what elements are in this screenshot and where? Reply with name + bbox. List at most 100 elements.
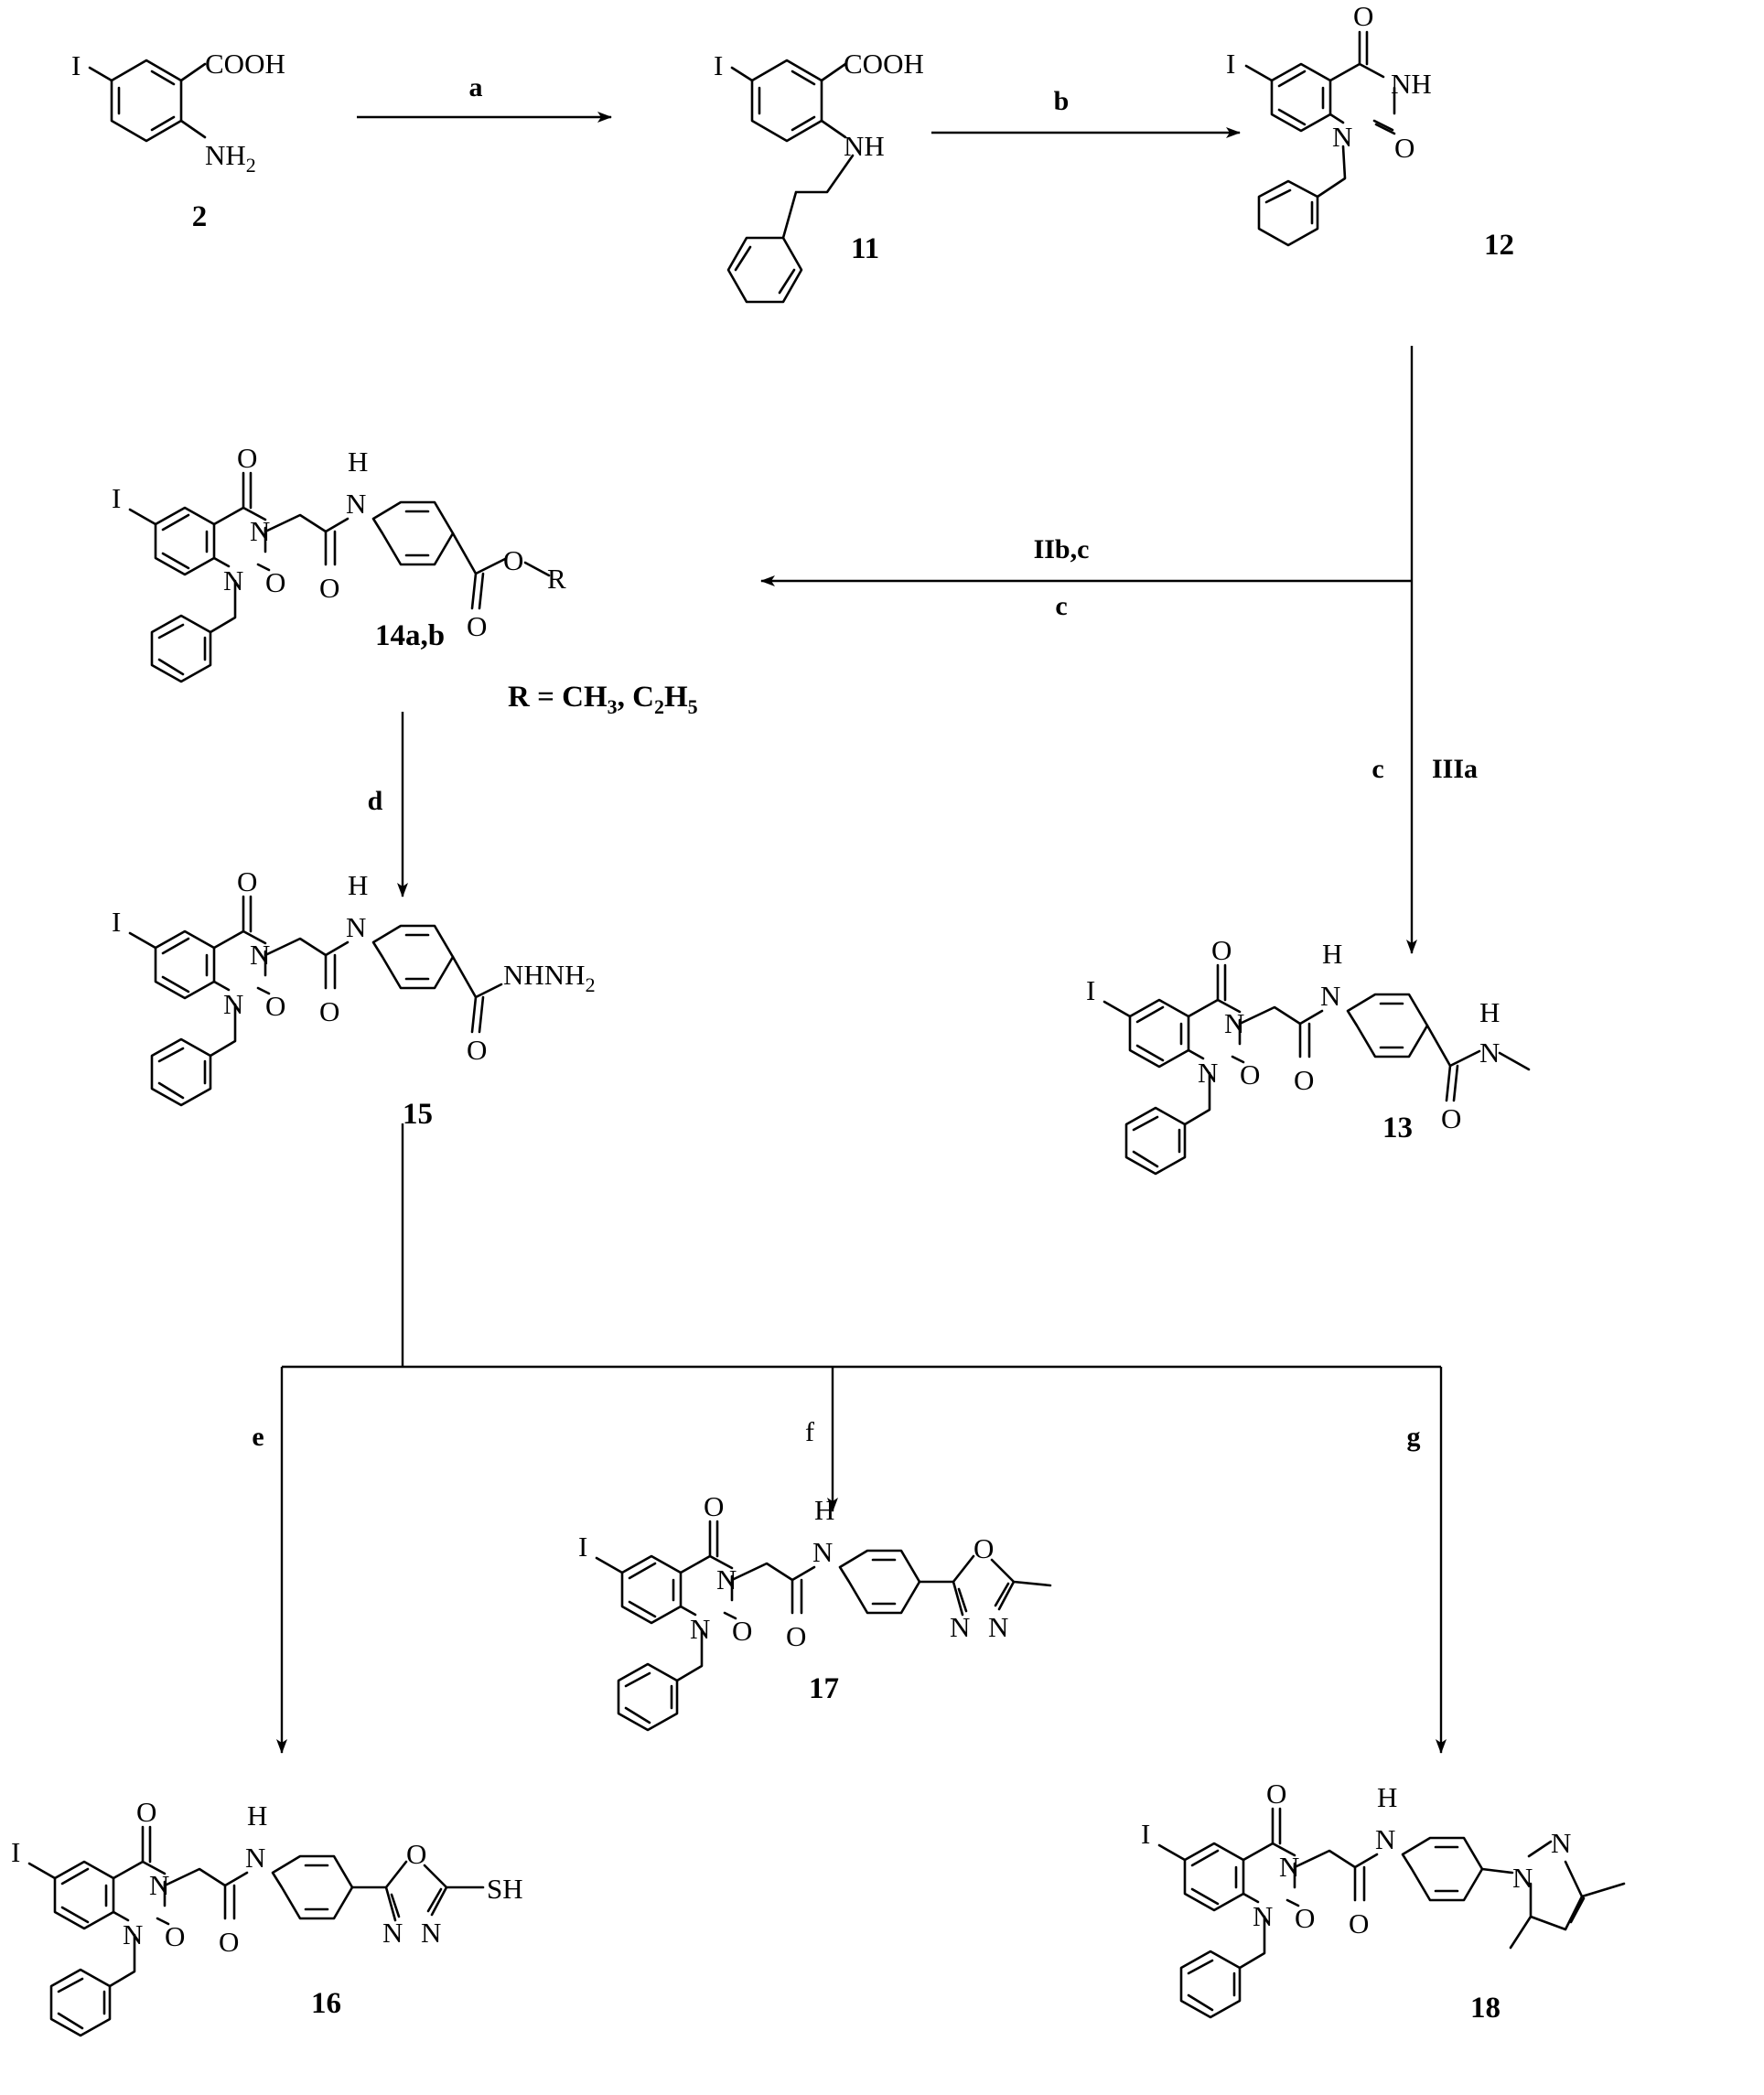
reagent-iibc: IIb,c xyxy=(1034,534,1090,564)
atom-oxygen: O xyxy=(786,1620,806,1652)
reagent-g: g xyxy=(1407,1422,1421,1452)
atom-nitrogen: N xyxy=(1253,1900,1273,1932)
compound-label-18: 18 xyxy=(1470,1992,1500,2025)
atom-oxygen: O xyxy=(1441,1102,1461,1134)
atom-iodine: I xyxy=(112,906,121,938)
atom-nitrogen: N xyxy=(421,1917,441,1949)
atom-r: R xyxy=(547,563,566,595)
reagent-c-down: c xyxy=(1371,754,1383,784)
reagent-f: f xyxy=(805,1417,814,1447)
atom-nitrogen: N xyxy=(1375,1823,1395,1855)
compound-15-structure: I O N N O N H O O NHNH2 15 xyxy=(112,865,596,1131)
atom-cooh: COOH xyxy=(844,48,924,80)
atom-oxygen: O xyxy=(165,1920,185,1952)
reagent-e: e xyxy=(252,1422,264,1452)
compound-label-2: 2 xyxy=(192,200,208,233)
atom-nitrogen: N xyxy=(346,911,366,943)
atom-hydrogen: H xyxy=(1377,1781,1397,1813)
reagent-b: b xyxy=(1054,86,1070,116)
atom-oxygen: O xyxy=(1240,1058,1260,1090)
atom-oxygen: O xyxy=(1294,1064,1314,1096)
atom-nh: NH xyxy=(844,130,885,162)
atom-oxygen: O xyxy=(1349,1907,1369,1939)
reagent-d: d xyxy=(368,786,383,816)
atom-nitrogen: N xyxy=(1224,1007,1244,1039)
r-group-definition: R = CH3, C2H5 xyxy=(508,681,698,718)
atom-nitrogen: N xyxy=(1279,1851,1299,1883)
reagent-a: a xyxy=(469,72,483,102)
atom-oxygen: O xyxy=(406,1838,426,1870)
atom-oxygen: O xyxy=(319,995,339,1027)
atom-hydrogen: H xyxy=(1479,996,1500,1028)
atom-nitrogen: N xyxy=(250,515,270,547)
atom-oxygen: O xyxy=(467,1034,487,1066)
atom-nitrogen: N xyxy=(223,988,243,1020)
atom-sh: SH xyxy=(487,1873,523,1905)
atom-hydrogen: H xyxy=(247,1800,267,1832)
atom-nitrogen: N xyxy=(382,1917,403,1949)
atom-iodine: I xyxy=(112,482,121,514)
atom-oxygen: O xyxy=(704,1490,724,1522)
reagent-iiia: IIIa xyxy=(1432,754,1478,784)
atom-oxygen: O xyxy=(1353,0,1373,32)
atom-nhnh2: NHNH2 xyxy=(503,959,596,996)
atom-hydrogen: H xyxy=(814,1494,834,1526)
atom-iodine: I xyxy=(578,1531,587,1563)
atom-oxygen: O xyxy=(1295,1902,1315,1934)
atom-iodine: I xyxy=(1141,1818,1150,1850)
compound-14-structure: I O N N O N H O O O R 14a,b xyxy=(112,442,566,683)
atom-nitrogen: N xyxy=(950,1611,970,1643)
atom-nitrogen: N xyxy=(690,1613,710,1645)
atom-nitrogen: N xyxy=(1512,1862,1533,1894)
atom-oxygen: O xyxy=(1266,1778,1286,1810)
atom-nitrogen: N xyxy=(250,939,270,971)
atom-nitrogen: N xyxy=(1332,121,1352,153)
atom-nitrogen: N xyxy=(716,1563,737,1595)
compound-11-structure: I COOH NH 11 xyxy=(714,48,924,304)
atom-oxygen: O xyxy=(265,990,285,1022)
atom-nitrogen: N xyxy=(245,1842,265,1874)
atom-hydrogen: H xyxy=(1322,938,1342,970)
compound-13-structure: I O N N O N H O O N H 13 xyxy=(1086,934,1531,1176)
compound-16-structure: I O N N O N H O O SH N N 16 xyxy=(11,1796,523,2037)
atom-nitrogen: N xyxy=(1551,1827,1571,1859)
atom-nitrogen: N xyxy=(812,1536,833,1568)
atom-oxygen: O xyxy=(1211,934,1232,966)
compound-label-13: 13 xyxy=(1382,1112,1413,1144)
atom-nh: NH xyxy=(1391,68,1432,100)
compound-label-14ab: 14a,b xyxy=(375,619,445,652)
atom-hydrogen: H xyxy=(348,869,368,901)
compound-label-11: 11 xyxy=(851,232,879,265)
atom-iodine: I xyxy=(714,49,723,81)
atom-nitrogen: N xyxy=(1198,1057,1218,1089)
atom-oxygen: O xyxy=(973,1532,994,1564)
compound-label-15: 15 xyxy=(403,1098,433,1131)
atom-iodine: I xyxy=(1086,974,1095,1006)
atom-oxygen: O xyxy=(503,544,523,576)
compound-label-17: 17 xyxy=(809,1672,839,1705)
atom-oxygen: O xyxy=(265,566,285,598)
atom-oxygen: O xyxy=(237,865,257,897)
atom-nitrogen: N xyxy=(346,488,366,520)
atom-oxygen: O xyxy=(467,610,487,642)
atom-oxygen: O xyxy=(136,1796,156,1828)
compound-2-structure: I COOH NH2 2 xyxy=(71,48,285,233)
compound-12-structure: I O NH N O 12 xyxy=(1226,0,1514,262)
atom-hydrogen: H xyxy=(348,446,368,478)
compound-17-structure: I O N N O N H O O N N 17 xyxy=(578,1490,1052,1732)
atom-nitrogen: N xyxy=(1320,980,1340,1012)
atom-oxygen: O xyxy=(1394,132,1414,164)
atom-nh2: NH2 xyxy=(205,139,256,177)
atom-cooh: COOH xyxy=(205,48,285,80)
compound-18-structure: I O N N O N H O N N 18 xyxy=(1141,1778,1626,2025)
atom-oxygen: O xyxy=(319,572,339,604)
reagent-c-left: c xyxy=(1055,591,1067,621)
atom-oxygen: O xyxy=(732,1615,752,1647)
atom-nitrogen: N xyxy=(988,1611,1008,1643)
compound-label-12: 12 xyxy=(1484,229,1514,262)
atom-iodine: I xyxy=(1226,48,1235,80)
atom-nitrogen: N xyxy=(149,1869,169,1901)
atom-nitrogen: N xyxy=(1479,1037,1500,1069)
atom-nitrogen: N xyxy=(223,564,243,596)
